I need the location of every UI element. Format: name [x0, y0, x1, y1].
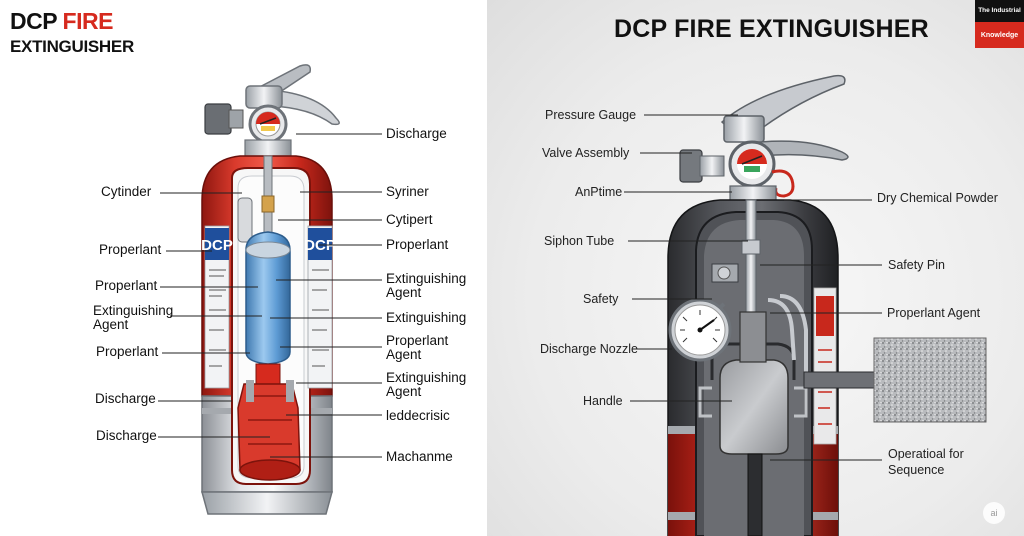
tank-text-right: DCP	[304, 237, 336, 254]
brand-line1: The Industrial	[975, 0, 1024, 22]
left-label-properlant-r1: Properlant	[386, 237, 449, 252]
right-label-pressure-gauge: Pressure Gauge	[545, 108, 637, 122]
right-label-safety-pin: Safety Pin	[888, 258, 945, 272]
right-title: DCP FIRE EXTINGUISHER	[614, 15, 929, 43]
left-leader-lines	[158, 133, 382, 458]
left-label-extinguishing-agent-r2: Extinguishing Agent	[386, 370, 467, 400]
right-extinguisher	[667, 74, 987, 536]
right-label-handle: Handle	[583, 394, 623, 408]
left-label-discharge-2: Discharge	[96, 428, 157, 443]
left-label-properlant-1: Properlant	[99, 242, 162, 257]
right-label-dry-chemical-powder: Dry Chemical Powder	[877, 191, 998, 205]
left-label-cytinder: Cytinder	[101, 184, 152, 199]
left-label-leddecrisic: leddecrisic	[386, 408, 450, 423]
left-extinguisher: DCP DCP	[201, 64, 340, 515]
right-label-valve-assembly: Valve Assembly	[542, 146, 630, 160]
left-label-extinguishing-agent-r1: Extinguishing Agent	[386, 271, 467, 301]
right-label-safety: Safety	[583, 292, 619, 306]
right-label-anptime: AnPtime	[575, 185, 623, 199]
left-label-extinguishing-r: Extinguishing	[386, 310, 467, 325]
left-label-syriner: Syriner	[386, 184, 429, 199]
left-label-cytipert: Cytipert	[386, 212, 433, 227]
left-title-part1: DCP	[10, 8, 63, 34]
left-title-part2: FIRE	[62, 8, 114, 34]
brand-line2: Knowledge	[975, 22, 1024, 48]
left-label-discharge-top: Discharge	[386, 126, 447, 141]
left-label-properlant-2: Properlant	[95, 278, 158, 293]
watermark-badge: ai	[983, 502, 1005, 524]
tank-text-left: DCP	[201, 237, 233, 254]
left-label-properlant-3: Properlant	[96, 344, 159, 359]
left-label-properlant-agent: Properlant Agent	[386, 333, 449, 363]
left-subtitle: EXTINGUISHER	[10, 37, 134, 56]
brand-logo: The Industrial Knowledge	[975, 0, 1024, 48]
right-label-properlant-agent: Properlant Agent	[887, 306, 981, 320]
dry-powder-inset	[873, 337, 987, 423]
left-label-machanme: Machanme	[386, 449, 453, 464]
left-title: DCP FIRE EXTINGUISHER	[10, 8, 134, 57]
left-label-extinguishing-agent: Extinguishing Agent	[93, 303, 174, 333]
right-label-siphon-tube: Siphon Tube	[544, 234, 615, 248]
right-label-discharge-nozzle: Discharge Nozzle	[540, 342, 638, 356]
right-leader-lines	[624, 114, 882, 461]
left-label-discharge-1: Discharge	[95, 391, 156, 406]
right-label-operational-sequence: Operatioal for Sequence	[888, 447, 964, 477]
